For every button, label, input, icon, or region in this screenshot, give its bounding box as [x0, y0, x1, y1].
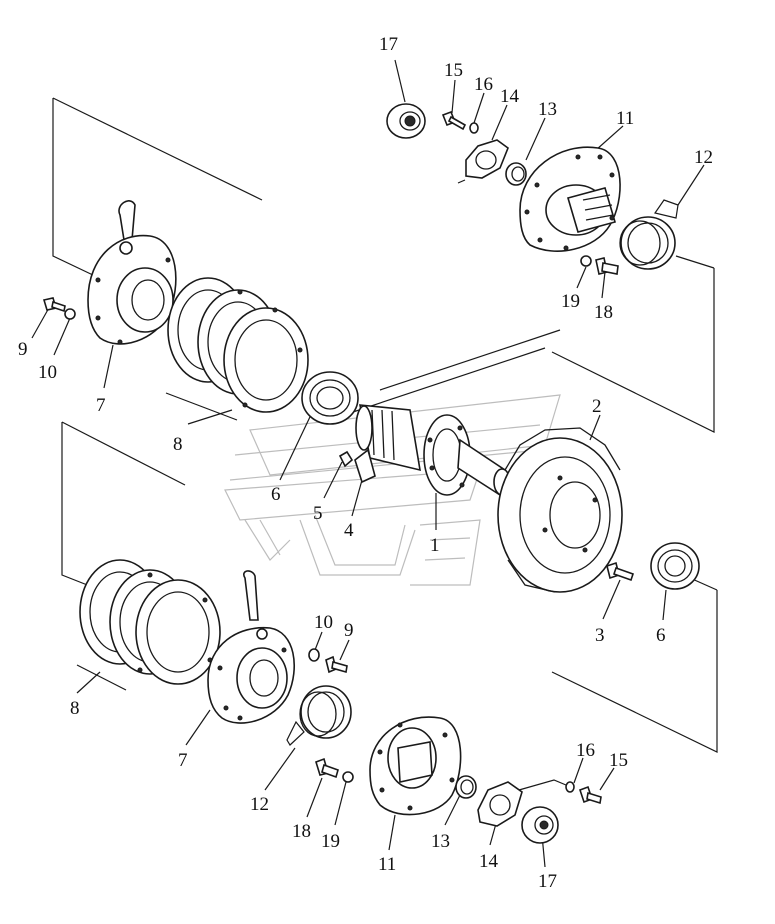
bolt-18-top	[595, 257, 619, 275]
lock-4	[354, 448, 376, 484]
part-label-16: 16	[474, 74, 493, 95]
gasket-14-bottom	[477, 781, 523, 827]
part-label-10b: 10	[314, 612, 333, 633]
brake-housing-7-bottom	[207, 570, 295, 724]
part-label-17b: 17	[538, 871, 557, 892]
part-label-16b: 16	[576, 740, 595, 761]
brake-discs-8-bottom	[79, 559, 221, 685]
cage-11-bottom	[369, 716, 462, 816]
part-label-7b: 7	[178, 750, 188, 771]
washer-16-top	[469, 122, 479, 134]
part-label-6b: 6	[656, 625, 666, 646]
part-label-18: 18	[594, 302, 613, 323]
brake-discs-8-top	[167, 277, 309, 413]
part-label-15: 15	[444, 60, 463, 81]
part-label-14b: 14	[479, 851, 498, 872]
part-label-11b: 11	[378, 854, 397, 875]
bolt-3	[606, 561, 635, 582]
part-label-8b: 8	[70, 698, 80, 719]
part-label-8: 8	[173, 434, 183, 455]
seal-ring-12-bottom	[299, 685, 352, 739]
bearing-17-top	[386, 103, 426, 139]
part-label-1: 1	[430, 535, 440, 556]
part-label-9b: 9	[344, 620, 354, 641]
seal-13-bottom	[455, 775, 477, 799]
cage-11-top	[519, 146, 621, 252]
bearing-17-bottom	[521, 806, 559, 844]
washer-19-bottom	[342, 771, 354, 783]
part-label-4: 4	[344, 520, 354, 541]
bolt-9-bottom	[325, 655, 348, 674]
nut-5	[338, 450, 354, 468]
part-label-12: 12	[694, 147, 713, 168]
part-label-3: 3	[595, 625, 605, 646]
part-label-11: 11	[616, 108, 635, 129]
washer-16-bottom	[565, 781, 575, 793]
shaft-1	[355, 404, 511, 497]
part-label-19b: 19	[321, 831, 340, 852]
part-label-9: 9	[18, 339, 28, 360]
part-label-18b: 18	[292, 821, 311, 842]
part-label-17: 17	[379, 34, 398, 55]
seal-ring-12-top	[619, 216, 676, 270]
washer-10-bottom	[308, 648, 320, 662]
washer-10-top	[64, 308, 76, 320]
seal-13-top	[505, 162, 527, 186]
part-label-7: 7	[96, 395, 106, 416]
part-label-19: 19	[561, 291, 580, 312]
washer-19-top	[580, 255, 592, 267]
part-label-2: 2	[592, 396, 602, 417]
bolt-15-bottom	[578, 785, 602, 805]
bolt-18-bottom	[315, 757, 339, 779]
part-label-6: 6	[271, 484, 281, 505]
bolt-9-top	[42, 297, 66, 313]
part-label-15b: 15	[609, 750, 628, 771]
bevel-gear-2	[497, 427, 623, 593]
bearing-6-top	[301, 371, 359, 425]
part-label-5: 5	[313, 503, 323, 524]
part-label-12b: 12	[250, 794, 269, 815]
part-label-13: 13	[538, 99, 557, 120]
gasket-14-top	[465, 139, 509, 179]
bearing-6-bottom	[650, 542, 700, 590]
brake-housing-7-top	[87, 200, 177, 345]
part-label-10: 10	[38, 362, 57, 383]
bolt-15-top	[441, 110, 467, 131]
part-label-14: 14	[500, 86, 519, 107]
part-label-13b: 13	[431, 831, 450, 852]
